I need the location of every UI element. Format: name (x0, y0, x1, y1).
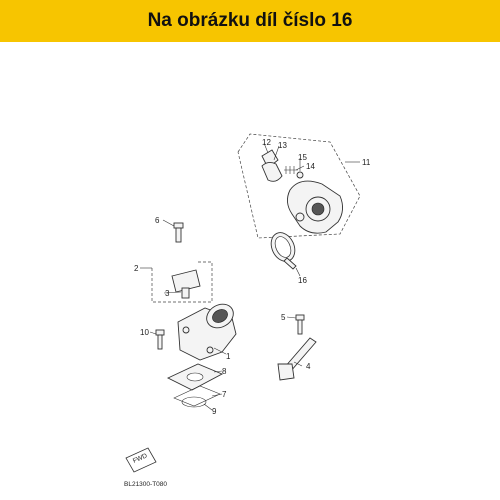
flange-hole-b (206, 346, 214, 354)
throttle-bore-inner (311, 202, 325, 216)
spring-14 (284, 166, 298, 174)
callout-14: 14 (306, 162, 315, 171)
leader-10 (149, 331, 157, 335)
leader-8 (213, 370, 223, 373)
bracket-4 (277, 337, 317, 381)
bolt-10-shank (157, 334, 163, 350)
sensor-13 (261, 161, 283, 182)
leader-6 (162, 219, 175, 227)
leader-16 (295, 267, 301, 277)
bolt-6-shank (175, 227, 182, 243)
title-banner: Na obrázku díl číslo 16 (0, 0, 500, 42)
clamp-band-16 (270, 232, 301, 277)
flange-hole-a (182, 326, 190, 334)
leader-4 (293, 361, 303, 367)
leader-3 (163, 291, 182, 294)
callout-8: 8 (222, 367, 227, 376)
bolt-5-shank (297, 319, 303, 335)
clamp-ring-inner (274, 236, 292, 258)
callout-13: 13 (278, 141, 287, 150)
clamp-screw (283, 257, 297, 270)
sensor-group-2 (140, 261, 213, 303)
leader-5 (286, 316, 297, 319)
intake-pipe-bore (212, 309, 228, 323)
callout-1: 1 (226, 352, 231, 361)
gasket-7 (173, 385, 223, 407)
callout-6: 6 (155, 216, 160, 225)
bolt-10-head (155, 329, 165, 336)
bolt-10 (149, 329, 165, 350)
banner-title: Na obrázku díl číslo 16 (147, 10, 353, 31)
callout-11: 11 (362, 158, 371, 167)
sensor-stem (181, 287, 190, 299)
bolt-6 (162, 219, 184, 243)
leader-1 (213, 347, 227, 355)
throttle-boss (295, 212, 305, 222)
leader-12 (263, 142, 269, 154)
intake-joint-1 (177, 303, 237, 361)
callout-7: 7 (222, 390, 227, 399)
callout-2: 2 (134, 264, 139, 273)
callout-15: 15 (298, 153, 307, 162)
callout-10: 10 (140, 328, 149, 337)
front-direction-marker: FWD (125, 447, 157, 473)
callout-9: 9 (212, 407, 217, 416)
callout-12: 12 (262, 138, 271, 147)
group-outline-2 (151, 261, 213, 303)
throttle-body-group (237, 133, 361, 239)
callout-16: 16 (298, 276, 307, 285)
bolt-5-head (295, 314, 305, 321)
diagram-code: BL21300-T080 (124, 481, 167, 488)
gasket-outline (173, 385, 221, 407)
sensor-body (171, 269, 201, 293)
ball-15 (296, 171, 304, 179)
leader-9 (203, 403, 213, 411)
insulator-hole (186, 372, 204, 382)
callout-4: 4 (306, 362, 311, 371)
callout-5: 5 (281, 313, 286, 322)
group-outline-11 (237, 133, 361, 239)
bolt-5 (286, 314, 305, 335)
leader-7 (211, 393, 223, 397)
insulator-8 (166, 363, 224, 391)
o-ring-9 (181, 396, 213, 411)
bolt-6-head (173, 222, 184, 229)
o-ring (181, 396, 207, 408)
bracket-foot (277, 363, 295, 381)
leader-13 (273, 145, 280, 161)
fwd-arrow-icon (125, 447, 157, 473)
callout-3: 3 (165, 289, 170, 298)
